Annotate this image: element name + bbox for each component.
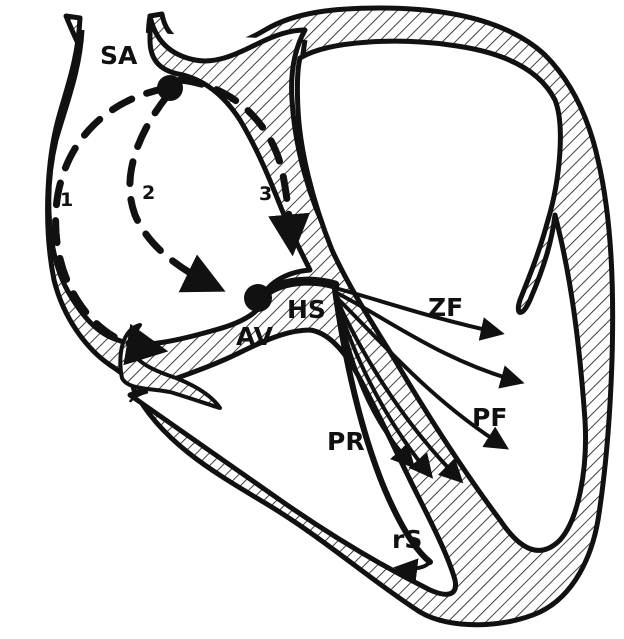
label-pf: PF bbox=[472, 403, 507, 432]
label-pr: PR bbox=[327, 427, 365, 456]
label-hs: HS bbox=[287, 295, 326, 324]
label-rs: rS bbox=[392, 525, 422, 554]
label-av: AV bbox=[236, 322, 274, 351]
label-sa: SA bbox=[100, 41, 138, 70]
label-path-3: 3 bbox=[259, 183, 272, 205]
label-zf: ZF bbox=[428, 293, 463, 322]
label-path-2: 2 bbox=[142, 182, 155, 204]
label-path-1: 1 bbox=[60, 189, 73, 211]
sa-node bbox=[157, 75, 183, 101]
